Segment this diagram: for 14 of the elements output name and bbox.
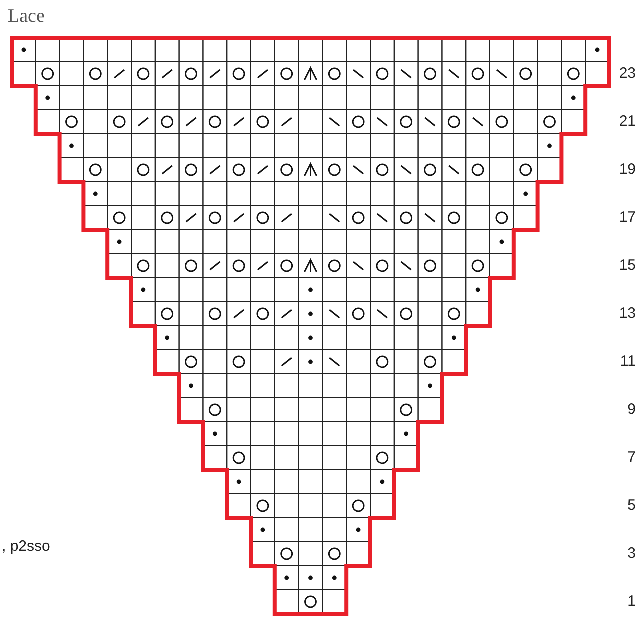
legend-text: , p2sso (2, 538, 50, 555)
row-number: 7 (626, 449, 636, 466)
row-number: 21 (618, 113, 636, 130)
chart-title: Lace (8, 6, 45, 28)
row-number: 11 (619, 353, 636, 370)
row-number: 15 (618, 257, 636, 274)
row-number: 13 (618, 305, 636, 322)
row-number: 17 (618, 209, 636, 226)
row-number: 5 (626, 497, 636, 514)
row-number: 1 (626, 593, 636, 610)
row-number: 19 (618, 161, 636, 178)
row-number: 23 (618, 65, 636, 82)
row-number: 3 (626, 545, 636, 562)
row-number: 9 (626, 401, 636, 418)
